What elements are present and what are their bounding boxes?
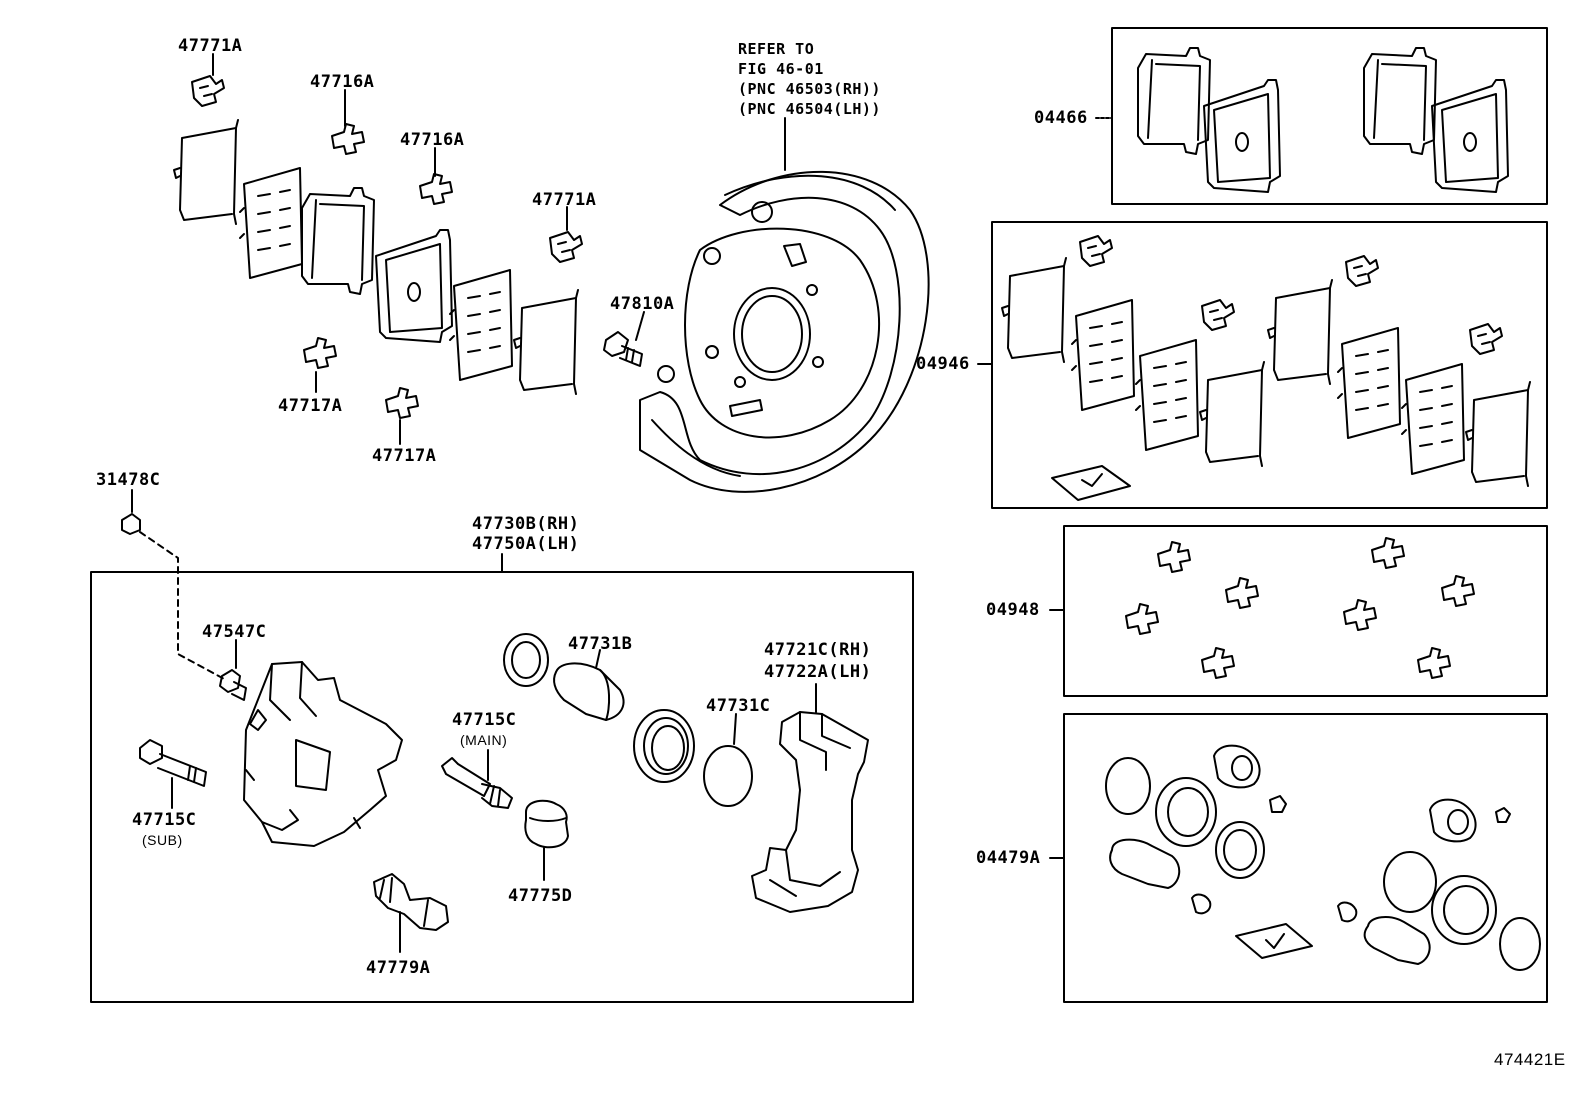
part-label-47731b: 47731B xyxy=(568,634,633,654)
kit-04466-box xyxy=(1111,27,1548,205)
refer-note-line-3: (PNC 46503(RH)) xyxy=(738,80,881,98)
caliper-mounting-bracket xyxy=(751,711,869,913)
clip-47716a-2 xyxy=(419,173,453,205)
clip-47771a-top xyxy=(191,75,225,107)
bleeder-cap-31478c xyxy=(121,513,141,535)
part-label-47715c-sub: 47715C xyxy=(132,810,197,830)
kit-label-04479a: 04479A xyxy=(976,848,1041,868)
refer-note-line-2: FIG 46-01 xyxy=(738,60,824,78)
part-label-47775d: 47775D xyxy=(508,886,573,906)
sub-note: (SUB) xyxy=(142,832,183,848)
part-label-31478c: 31478C xyxy=(96,470,161,490)
kit-04946-box xyxy=(991,221,1548,509)
part-label-47771a-top: 47771A xyxy=(178,36,243,56)
part-label-47722a: 47722A(LH) xyxy=(764,662,872,682)
bleeder-plug-47547c xyxy=(219,669,247,701)
part-label-47731c: 47731C xyxy=(706,696,771,716)
kit-04948-clips xyxy=(1125,537,1475,679)
kit-label-04946: 04946 xyxy=(916,354,970,374)
cylinder-boot-ring xyxy=(503,633,549,687)
clip-47771a-mid xyxy=(549,231,583,263)
part-label-47779a: 47779A xyxy=(366,958,431,978)
part-label-47721c: 47721C(RH) xyxy=(764,640,872,660)
kit-label-04466: 04466 xyxy=(1034,108,1088,128)
seal-ring-47731c xyxy=(703,745,753,807)
slide-pin-47715c-main xyxy=(441,757,513,809)
boot-47775d xyxy=(524,799,569,849)
anti-squeal-spring-right xyxy=(513,289,579,395)
shim-right xyxy=(449,269,513,381)
kit-04466-pads xyxy=(1137,47,1509,193)
kit-label-04948: 04948 xyxy=(986,600,1040,620)
refer-note-line-4: (PNC 46504(LH)) xyxy=(738,100,881,118)
caliper-cylinder xyxy=(243,661,403,847)
part-label-47715c-main: 47715C xyxy=(452,710,517,730)
figure-id: 474421E xyxy=(1494,1050,1566,1069)
brake-pad-left xyxy=(301,187,375,295)
shim-left xyxy=(239,167,303,279)
part-label-47717a-2: 47717A xyxy=(372,446,437,466)
clip-47717a-1 xyxy=(303,337,337,369)
brake-pad-right xyxy=(375,229,453,343)
kit-04479a-box xyxy=(1063,713,1548,1003)
part-label-47547c: 47547C xyxy=(202,622,267,642)
kit-04479a-parts xyxy=(1105,744,1541,971)
piston-seal xyxy=(633,709,695,783)
disc-brake-dust-cover xyxy=(639,170,930,493)
main-note: (MAIN) xyxy=(460,732,508,748)
kit-04946-parts xyxy=(1001,235,1531,501)
bushing-47779a xyxy=(373,873,449,931)
part-label-47717a-1: 47717A xyxy=(278,396,343,416)
part-label-47716a-1: 47716A xyxy=(310,72,375,92)
part-label-47810a: 47810A xyxy=(610,294,675,314)
part-label-47716a-2: 47716A xyxy=(400,130,465,150)
part-label-47750a: 47750A(LH) xyxy=(472,534,580,554)
refer-note-line-1: REFER TO xyxy=(738,40,815,58)
bolt-47810a xyxy=(603,331,643,367)
slide-pin-47715c-sub xyxy=(139,739,207,787)
clip-47716a-1 xyxy=(331,123,365,155)
part-label-47730b: 47730B(RH) xyxy=(472,514,580,534)
part-label-47771a-mid: 47771A xyxy=(532,190,597,210)
kit-04948-box xyxy=(1063,525,1548,697)
piston-47731b xyxy=(553,662,625,721)
clip-47717a-2 xyxy=(385,387,419,419)
anti-squeal-spring-left xyxy=(173,119,239,225)
